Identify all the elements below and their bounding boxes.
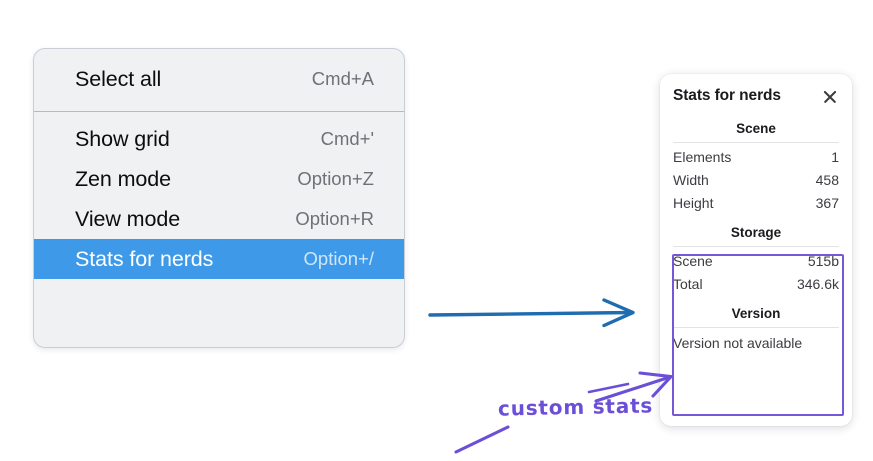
custom-stats-tail-line — [454, 425, 510, 454]
custom-stats-flick-mark — [587, 382, 630, 394]
stats-section-storage: Storage Scene 515b Total 346.6k — [673, 224, 839, 296]
stats-panel-titlebar: Stats for nerds — [673, 87, 839, 106]
menu-item-shortcut: Option+/ — [303, 248, 374, 269]
menu-bottom-padding — [34, 279, 404, 295]
close-icon[interactable] — [821, 88, 839, 106]
section-heading-storage: Storage — [730, 225, 782, 240]
section-gap — [673, 215, 839, 224]
blue-flow-arrow — [428, 298, 635, 328]
stats-section-scene: Scene Elements 1 Width 458 Height 367 — [673, 120, 839, 215]
stats-row-height: Height 367 — [673, 192, 839, 215]
stats-row-value: 458 — [815, 172, 839, 188]
stats-row-scene-storage: Scene 515b — [673, 250, 839, 273]
menu-item-view-mode[interactable]: View mode Option+R — [34, 199, 404, 239]
menu-item-shortcut: Option+R — [295, 208, 374, 229]
menu-item-label: Select all — [75, 66, 162, 91]
section-heading-version: Version — [731, 306, 781, 321]
stats-row-value: 367 — [815, 195, 839, 211]
menu-group-1: Select all Cmd+A — [34, 49, 404, 111]
stats-row-key: Elements — [673, 149, 732, 165]
stats-for-nerds-panel[interactable]: Stats for nerds Scene Elements 1 Width 4… — [660, 74, 852, 426]
menu-item-show-grid[interactable]: Show grid Cmd+' — [34, 119, 404, 159]
menu-item-label: Zen mode — [75, 166, 172, 191]
stats-row-value: 515b — [807, 253, 839, 269]
menu-item-label: View mode — [75, 206, 181, 231]
stats-section-version: Version Version not available — [673, 305, 839, 355]
stats-row-key: Width — [673, 172, 709, 188]
menu-group-2: Show grid Cmd+' Zen mode Option+Z View m… — [34, 112, 404, 295]
section-gap — [673, 296, 839, 305]
menu-item-shortcut: Cmd+' — [320, 128, 374, 149]
stats-row-total-storage: Total 346.6k — [673, 273, 839, 296]
section-rule — [673, 246, 839, 247]
menu-divider — [34, 111, 404, 112]
stats-row-elements: Elements 1 — [673, 146, 839, 169]
stats-row-key: Height — [673, 195, 714, 211]
menu-item-label: Stats for nerds — [75, 246, 214, 271]
custom-stats-annotation-label: custom stats — [497, 393, 654, 421]
stats-row-key: Total — [673, 276, 703, 292]
menu-item-stats-for-nerds[interactable]: Stats for nerds Option+/ — [34, 239, 404, 279]
section-heading-scene: Scene — [736, 121, 776, 136]
stats-row-width: Width 458 — [673, 169, 839, 192]
section-rule — [673, 142, 839, 143]
menu-item-shortcut: Cmd+A — [311, 68, 374, 89]
menu-item-shortcut: Option+Z — [297, 168, 374, 189]
stats-panel-title: Stats for nerds — [673, 87, 781, 104]
canvas-context-menu[interactable]: Select all Cmd+A Show grid Cmd+' Zen mod… — [33, 48, 405, 348]
menu-item-select-all[interactable]: Select all Cmd+A — [34, 59, 404, 99]
menu-item-zen-mode[interactable]: Zen mode Option+Z — [34, 159, 404, 199]
stats-row-value: 1 — [831, 149, 839, 165]
menu-item-label: Show grid — [75, 126, 170, 151]
stats-row-version-value: Version not available — [673, 335, 803, 351]
section-rule — [673, 327, 839, 328]
stats-row-value: 346.6k — [796, 276, 839, 292]
stats-row-key: Scene — [673, 253, 713, 269]
